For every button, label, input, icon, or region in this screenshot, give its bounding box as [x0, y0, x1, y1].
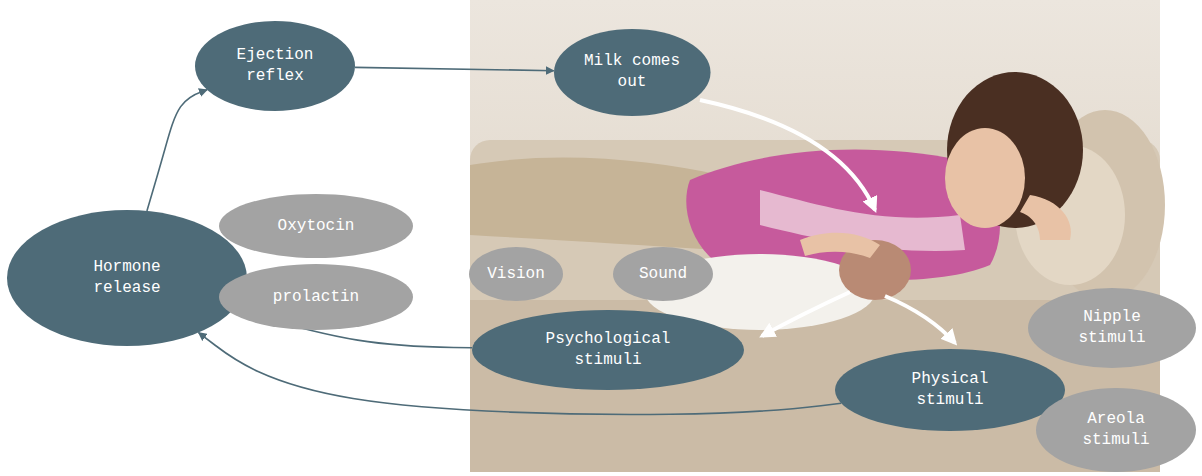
node-label: Vision	[487, 264, 545, 285]
text-group: prolactin	[273, 287, 359, 308]
ellipse-fill	[219, 264, 413, 330]
face	[945, 128, 1025, 228]
ellipse-outline	[1028, 288, 1196, 368]
node-label: prolactin	[273, 287, 359, 308]
step-ellipse: Physical stimuli	[835, 349, 1065, 431]
node-label: Ejection reflex	[225, 45, 325, 87]
step-ellipse: Hormone release	[7, 210, 247, 346]
text-group: Hormone release	[82, 257, 172, 299]
ellipse-outline	[7, 210, 247, 346]
ellipse-fill	[469, 247, 563, 301]
text-group: Areola stimuli	[1076, 409, 1156, 451]
ellipse-outline	[835, 349, 1065, 431]
text-group: Ejection reflex	[225, 45, 325, 87]
ellipse-fill	[1028, 288, 1196, 368]
ellipse-fill	[7, 210, 247, 346]
text-group: Physical stimuli	[900, 369, 1000, 411]
legs-trousers	[470, 158, 720, 250]
step-ellipse: Psychological stimuli	[472, 310, 744, 390]
hand	[1020, 195, 1071, 240]
node-label: Oxytocin	[278, 216, 355, 237]
ellipse-fill	[613, 247, 713, 301]
ellipse-fill	[554, 29, 711, 116]
psych-arrow	[762, 292, 850, 336]
detail-ellipse: Sound	[613, 247, 713, 301]
ellipse-outline	[195, 21, 355, 111]
milk-arrow	[700, 100, 875, 210]
ellipse-outline	[1036, 388, 1196, 472]
node-label: Nipple stimuli	[1072, 307, 1152, 349]
text-group: Sound	[639, 264, 687, 285]
text-group: Vision	[487, 264, 545, 285]
detail-ellipse: prolactin	[219, 264, 413, 330]
flow-arrow	[355, 67, 554, 70]
node-label: Psychological stimuli	[533, 329, 683, 371]
photo-background	[470, 0, 1160, 472]
text-group: Milk comes out	[577, 51, 687, 93]
ellipse-fill	[195, 21, 355, 111]
detail-ellipse: Oxytocin	[219, 194, 413, 258]
ellipse-fill	[472, 310, 744, 390]
text-group: Nipple stimuli	[1072, 307, 1152, 349]
detail-ellipse: Vision	[469, 247, 563, 301]
node-label: Hormone release	[82, 257, 172, 299]
ellipse-fill	[1036, 388, 1196, 472]
flow-arrow	[147, 90, 207, 211]
ellipse-outline	[472, 310, 744, 390]
step-ellipse: Milk comes out	[554, 29, 711, 116]
ellipse-fill	[835, 349, 1065, 431]
ellipse-fill	[219, 194, 413, 258]
node-label: Areola stimuli	[1076, 409, 1156, 451]
ellipse-outline	[554, 29, 711, 116]
arm	[800, 233, 880, 258]
step-ellipse: Ejection reflex	[195, 21, 355, 111]
physical-arrow	[885, 296, 955, 343]
text-group: Psychological stimuli	[533, 329, 683, 371]
detail-ellipse: Nipple stimuli	[1028, 288, 1196, 368]
text-group: Oxytocin	[278, 216, 355, 237]
node-label: Milk comes out	[577, 51, 687, 93]
detail-ellipse: Areola stimuli	[1036, 388, 1196, 472]
node-label: Physical stimuli	[900, 369, 1000, 411]
node-label: Sound	[639, 264, 687, 285]
